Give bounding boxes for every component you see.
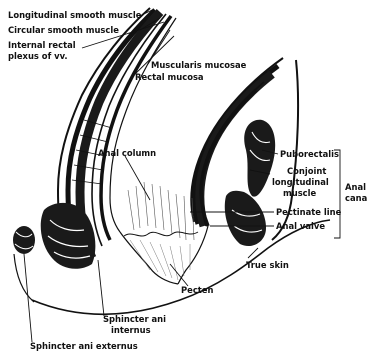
- label-conjoint-2: longitudinal: [272, 177, 329, 187]
- label-anal-canal-1: Anal: [345, 182, 366, 192]
- label-internal-rectal-plexus-1: Internal rectal: [8, 40, 76, 50]
- label-sphincter-externus: Sphincter ani externus: [30, 341, 138, 351]
- label-sphincter-internus-1: Sphincter ani: [103, 314, 166, 324]
- label-puborectalis: Puborectalis: [280, 149, 339, 159]
- label-muscularis-mucosae: Muscularis mucosae: [151, 60, 247, 70]
- label-conjoint-3: muscle: [283, 188, 317, 198]
- label-true-skin: True skin: [246, 260, 289, 270]
- label-anal-valve: Anal valve: [276, 221, 325, 231]
- label-circular-smooth-muscle: Circular smooth muscle: [8, 25, 119, 35]
- label-conjoint-1: Conjoint: [287, 166, 326, 176]
- label-pectinate-line: Pectinate line: [276, 207, 342, 217]
- label-anal-column: Anal column: [98, 148, 156, 158]
- label-pecten: Pecten: [181, 285, 213, 295]
- label-longitudinal-smooth-muscle: Longitudinal smooth muscle: [8, 10, 142, 20]
- label-anal-canal-2: canal: [345, 193, 367, 203]
- label-sphincter-internus-2: internus: [111, 325, 151, 335]
- label-rectal-mucosa: Rectal mucosa: [135, 72, 204, 82]
- external-sphincter-left: [13, 226, 35, 254]
- label-internal-rectal-plexus-2: plexus of vv.: [8, 51, 68, 61]
